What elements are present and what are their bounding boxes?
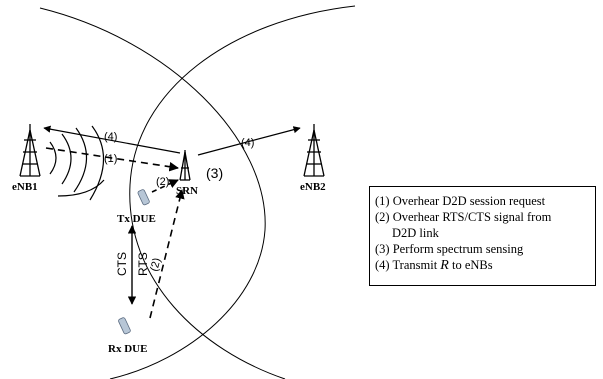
rx-due-phone-icon [118,317,131,335]
tx-due-label: Tx DUE [117,213,156,225]
link-rx-to-srn [149,189,185,319]
cts-label: CTS [115,252,129,276]
enb1-coverage-arc [39,7,266,379]
enb1-tower-icon [19,124,41,177]
enb2-label: eNB2 [300,181,326,193]
legend-item-4-prefix: (4) Transmit [375,258,438,272]
rx-due-label: Rx DUE [108,343,147,355]
enb1-label: eNB1 [12,181,38,193]
link-srn-to-enb2 [197,126,301,156]
rts-label: RTS [136,252,150,276]
step4-left-label: (4) [104,131,117,143]
link-srn-to-enb1 [43,125,181,154]
legend-item-3: (3) Perform spectrum sensing [375,242,524,256]
legend-item-4: (4) Transmit R to eNBs [375,257,595,274]
step2-tx-label: (2) [156,176,169,188]
enb2-tower-icon [303,124,325,177]
legend-item-1: (1) Overhear D2D session request [375,194,546,208]
tx-due-phone-icon [137,189,150,206]
srn-step-label: (3) [206,165,223,181]
enb1-radio-waves [49,125,105,201]
link-tx-to-srn [151,179,179,193]
enb2-coverage-arc [129,5,356,379]
legend-item-4-var: R [440,258,449,273]
legend-item-2-line1: (2) Overhear RTS/CTS signal from [375,210,552,224]
srn-label: SRN [176,185,198,197]
legend-item-2-line2: D2D link [392,226,439,240]
step2-rx-label: (2) [148,257,163,273]
legend-box: (1) Overhear D2D session request (2) Ove… [369,186,596,286]
link-enb1-to-srn-request [45,147,179,172]
srn-tower-icon [179,150,191,181]
legend-item-4-suffix: to eNBs [451,258,493,272]
step4-right-label: (4) [241,137,254,149]
step1-label: (1) [104,153,117,165]
